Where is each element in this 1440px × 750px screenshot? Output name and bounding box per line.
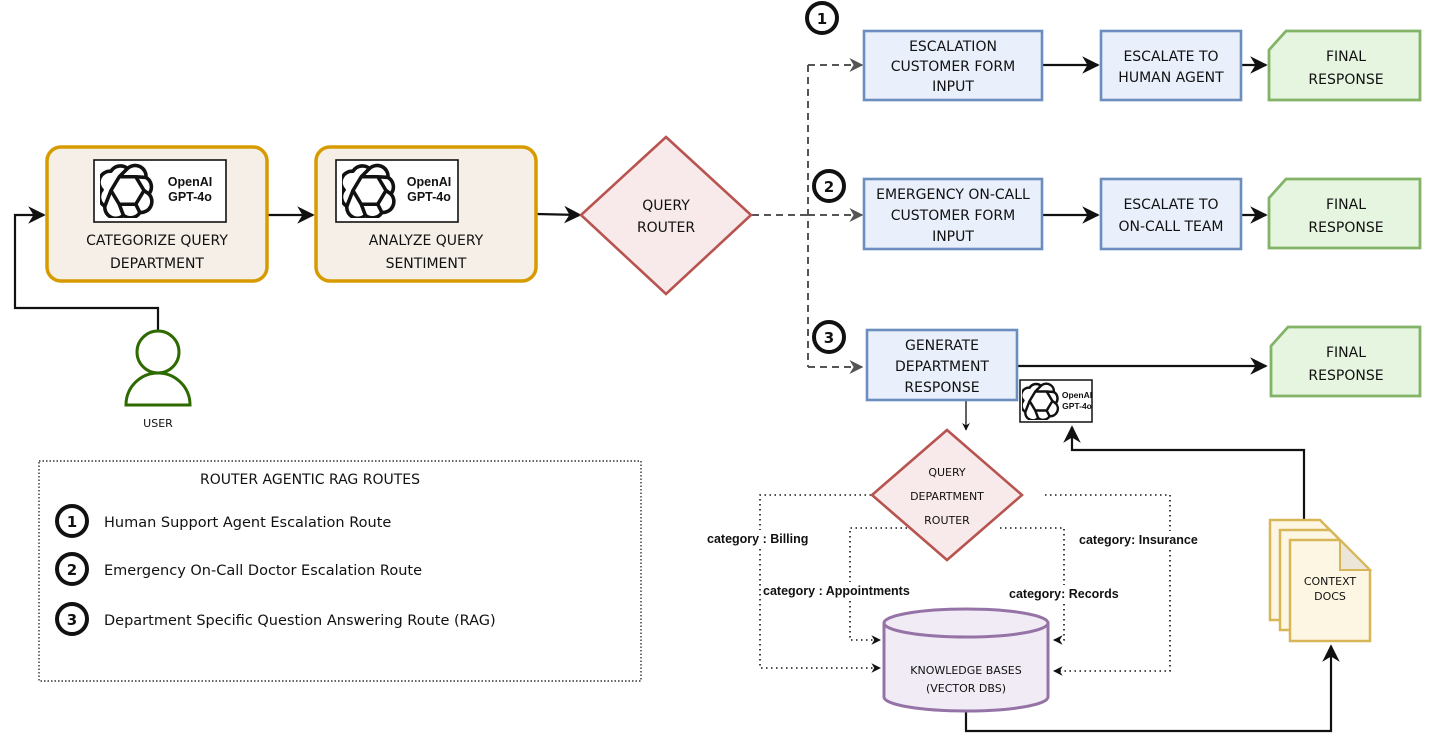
category-labels: category : Billing category : Appointmen…	[706, 530, 1204, 601]
kb-line2: (Vector DBs)	[926, 682, 1006, 695]
category-billing-label: category : Billing	[707, 532, 808, 546]
dept-router-line2: Department	[910, 490, 984, 503]
dept-router-line1: Query	[928, 466, 966, 479]
edge-user-to-categorize	[13, 206, 160, 330]
gpt-badge-line2: GPT-4o	[168, 190, 212, 204]
route1-escalate-line2: Human Agent	[1118, 70, 1224, 86]
legend-item-1-number: 1	[67, 513, 77, 531]
sentiment-line2: Sentiment	[386, 256, 467, 272]
context-docs-line2: Docs	[1314, 590, 1346, 603]
categorize-line1: Categorize Query	[86, 233, 228, 249]
node-route1-escalate-human[interactable]: Escalate to Human Agent	[1099, 29, 1243, 102]
edge-docs-to-gpt	[1063, 425, 1306, 530]
gpt-badge-line1: OpenAI	[407, 175, 451, 189]
node-analyze-query-sentiment[interactable]: OpenAI GPT-4o Analyze Query Sentiment	[314, 145, 538, 283]
edge-kb-to-docs	[964, 644, 1340, 733]
gpt-badge-line1: OpenAI	[168, 175, 212, 189]
route1-escalate-line1: Escalate to	[1123, 49, 1218, 65]
legend-item-3-number: 3	[67, 611, 77, 629]
route1-form-line1: Escalation	[909, 39, 997, 55]
legend-item-3: 3 Department Specific Question Answering…	[55, 602, 496, 636]
route3-generate-line1: Generate	[905, 338, 979, 354]
route-marker-2-number: 2	[824, 178, 834, 196]
gpt-badge: OpenAI GPT-4o	[93, 159, 227, 223]
query-router-line1: Query	[642, 198, 690, 214]
legend-item-2-number: 2	[67, 561, 77, 579]
edge-category-insurance	[1045, 494, 1171, 676]
route1-form-line2: Customer Form	[891, 59, 1015, 75]
edge-category-records	[1000, 527, 1065, 645]
legend-item-3-label: Department Specific Question Answering R…	[104, 613, 496, 629]
route1-form-line3: Input	[932, 79, 974, 95]
node-categorize-query-department[interactable]: OpenAI GPT-4o Categorize Query Departmen…	[45, 145, 269, 283]
edge-category-appointments	[849, 527, 912, 645]
dept-router-line3: Router	[924, 514, 970, 527]
route1-final-line1: Final	[1326, 49, 1366, 65]
route3-generate-line2: Department	[895, 359, 989, 375]
node-route1-final-response[interactable]: Final Response	[1267, 29, 1422, 102]
route3-final-line1: Final	[1326, 345, 1366, 361]
documents-icon	[1268, 518, 1373, 643]
node-route1-escalation-form[interactable]: Escalation Customer Form Input	[862, 29, 1044, 102]
node-context-docs[interactable]: Context Docs	[1268, 518, 1373, 643]
route2-final-line1: Final	[1326, 197, 1366, 213]
route2-form-line1: Emergency On-Call	[876, 187, 1030, 203]
categorize-line2: Department	[110, 256, 204, 272]
node-route3-generate-response[interactable]: Generate Department Response	[865, 328, 1019, 402]
legend: ROUTER AGENTIC RAG ROUTES 1 Human Suppor…	[38, 460, 642, 682]
edge-sentiment-to-router	[536, 205, 582, 224]
edge-category-billing	[759, 494, 886, 673]
user-label: User	[143, 417, 173, 430]
legend-title: ROUTER AGENTIC RAG ROUTES	[200, 472, 420, 488]
route-marker-1: 1	[805, 1, 839, 35]
category-appointments-label: category : Appointments	[763, 584, 910, 598]
sentiment-line1: Analyze Query	[369, 233, 484, 249]
gpt-badge-line2: GPT-4o	[1062, 401, 1092, 411]
node-route3-final-response[interactable]: Final Response	[1269, 325, 1422, 398]
legend-item-1: 1 Human Support Agent Escalation Route	[55, 504, 391, 538]
route2-final-line2: Response	[1308, 220, 1383, 236]
node-query-department-router[interactable]: Query Department Router	[870, 428, 1024, 562]
route-marker-1-number: 1	[817, 10, 827, 28]
gpt-badge-line1: OpenAI	[1062, 390, 1092, 400]
route2-form-line3: Input	[932, 229, 974, 245]
route1-final-line2: Response	[1308, 72, 1383, 88]
legend-item-2: 2 Emergency On-Call Doctor Escalation Ro…	[55, 552, 422, 586]
category-records-label: category: Records	[1009, 587, 1119, 601]
gpt-badge-route3: OpenAI GPT-4o	[1019, 379, 1093, 423]
route2-form-line2: Customer Form	[891, 208, 1015, 224]
node-route2-final-response[interactable]: Final Response	[1267, 177, 1422, 250]
legend-item-2-label: Emergency On-Call Doctor Escalation Rout…	[104, 563, 422, 579]
node-user[interactable]: User	[124, 329, 192, 430]
route2-escalate-line1: Escalate to	[1123, 197, 1218, 213]
context-docs-line1: Context	[1304, 575, 1357, 588]
query-router-line2: Router	[637, 220, 695, 236]
node-route2-emergency-form[interactable]: Emergency On-Call Customer Form Input	[862, 177, 1044, 251]
category-insurance-label: category: Insurance	[1079, 533, 1198, 547]
route-marker-3: 3	[812, 320, 846, 354]
user-icon	[124, 329, 192, 407]
node-route2-escalate-oncall[interactable]: Escalate to On-Call Team	[1099, 177, 1243, 251]
node-query-router[interactable]: Query Router	[579, 135, 753, 296]
route3-final-line2: Response	[1308, 368, 1383, 384]
route-marker-3-number: 3	[824, 329, 834, 347]
connectors	[13, 56, 1340, 733]
route2-escalate-line2: On-Call Team	[1119, 219, 1224, 235]
kb-line1: Knowledge Bases	[910, 664, 1022, 677]
route3-generate-line3: Response	[904, 380, 979, 396]
gpt-badge-line2: GPT-4o	[407, 190, 451, 204]
database-icon	[882, 607, 1050, 713]
legend-item-1-label: Human Support Agent Escalation Route	[104, 515, 391, 531]
route-marker-2: 2	[812, 169, 846, 203]
gpt-badge: OpenAI GPT-4o	[335, 159, 459, 223]
node-knowledge-bases[interactable]: Knowledge Bases (Vector DBs)	[882, 607, 1050, 713]
